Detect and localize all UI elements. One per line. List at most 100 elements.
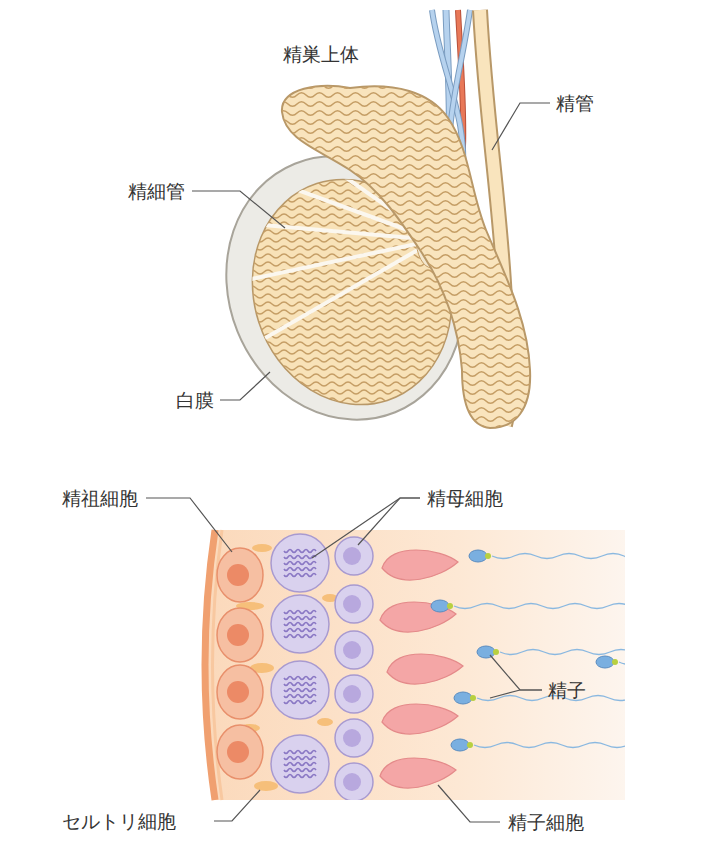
spermatid (382, 704, 458, 734)
leader-line (214, 790, 260, 821)
spermatogonium (217, 608, 263, 662)
chromatin (284, 775, 316, 778)
tubule-coil (240, 294, 472, 298)
chromatin (284, 574, 316, 577)
epididymis-coil (270, 399, 540, 404)
sperm-tail (474, 743, 650, 748)
sperm-head (477, 646, 495, 658)
epididymis-coil (270, 129, 540, 134)
chromatin (284, 556, 316, 559)
sperm-neck (485, 553, 491, 559)
epididymis-coil (270, 102, 540, 107)
sperm-tail (492, 554, 646, 559)
sperm-tail (500, 650, 654, 655)
chromatin (284, 701, 316, 704)
spermatogonium (217, 725, 263, 779)
epididymis-coil (270, 264, 540, 269)
spermatogonium-nucleus (227, 741, 249, 763)
spermatogonium-nucleus (227, 624, 249, 646)
sperm-neck (612, 659, 618, 665)
epididymis-coil (270, 147, 540, 152)
epididymis-coil (270, 156, 540, 161)
primary-spermatocyte (271, 534, 329, 592)
chromatin (284, 677, 316, 680)
germ-cells (217, 534, 654, 801)
spermatid (380, 758, 456, 788)
primary-spermatocyte (271, 661, 329, 719)
chromatin (284, 683, 316, 686)
epididymis-coil (270, 372, 540, 377)
epididymis-coil (270, 282, 540, 287)
spermatogonium (217, 665, 263, 719)
leader-line (490, 690, 542, 698)
sperm-tail (619, 662, 641, 665)
epididymis-coil (270, 174, 540, 179)
epididymis-coil (270, 246, 540, 251)
epididymis-coil (270, 426, 540, 431)
epididymis-coil (270, 84, 540, 89)
spermatogonium-nucleus (227, 564, 249, 586)
epididymis-coil (270, 390, 540, 395)
spermatocyte-nucleus (343, 547, 361, 565)
epididymis-coil (270, 336, 540, 341)
leader-line (146, 498, 232, 552)
leader-line (220, 372, 270, 400)
tubule-coil (240, 398, 472, 402)
epididymis-coil (270, 93, 540, 98)
secondary-spermatocyte (335, 631, 373, 669)
epididymis-coil (270, 165, 540, 170)
epididymis-coil (270, 219, 540, 224)
epididymis-coil (270, 408, 540, 413)
tubule-coil (240, 390, 472, 394)
spermatid (382, 550, 458, 580)
tubule-coil (240, 310, 472, 314)
epididymis-coil (270, 309, 540, 314)
epididymis-coil (270, 345, 540, 350)
epididymis-coil (270, 237, 540, 242)
leader-line (312, 498, 420, 558)
epididymis-coil (270, 210, 540, 215)
tubule-coil (240, 382, 472, 386)
epididymis-coil (270, 255, 540, 260)
part-label: 精祖細胞 (62, 486, 138, 510)
part-label: 精子 (548, 678, 586, 702)
tubule-coil (240, 318, 472, 322)
epididymis-coil (270, 381, 540, 386)
sperm-head (596, 656, 614, 668)
sperm-head (469, 550, 487, 562)
part-label: 精巣上体 (283, 42, 359, 66)
epididymis-coil (270, 201, 540, 206)
epididymis-coil (270, 192, 540, 197)
chromatin (284, 689, 316, 692)
epididymis-coil (270, 111, 540, 116)
sperm-head (451, 739, 469, 751)
secondary-spermatocyte (335, 719, 373, 757)
spermatid (387, 654, 463, 684)
part-label: 精細管 (128, 179, 185, 203)
chromatin (284, 751, 316, 754)
tubule-coil (240, 366, 472, 370)
part-label: 精子細胞 (508, 810, 584, 834)
sperm-head (454, 692, 472, 704)
part-label: 白膜 (176, 388, 214, 412)
chromatin (284, 695, 316, 698)
epididymis-coil (270, 291, 540, 296)
epididymis-coil (270, 327, 540, 332)
epididymis (270, 84, 540, 431)
tubule-coil (240, 302, 472, 306)
spermatocyte-nucleus (343, 595, 361, 613)
tubule-coil (240, 414, 472, 418)
chromatin (284, 623, 316, 626)
epididymis-coil (270, 228, 540, 233)
epididymis-coils (270, 84, 540, 431)
leader-lines (146, 103, 550, 822)
chromatin (284, 629, 316, 632)
spermatogonium (217, 548, 263, 602)
sperm-head (431, 600, 449, 612)
secondary-spermatocyte (335, 537, 373, 575)
leader-line (358, 498, 420, 545)
sertoli-cell (317, 718, 333, 726)
sperm-tail (454, 604, 652, 609)
